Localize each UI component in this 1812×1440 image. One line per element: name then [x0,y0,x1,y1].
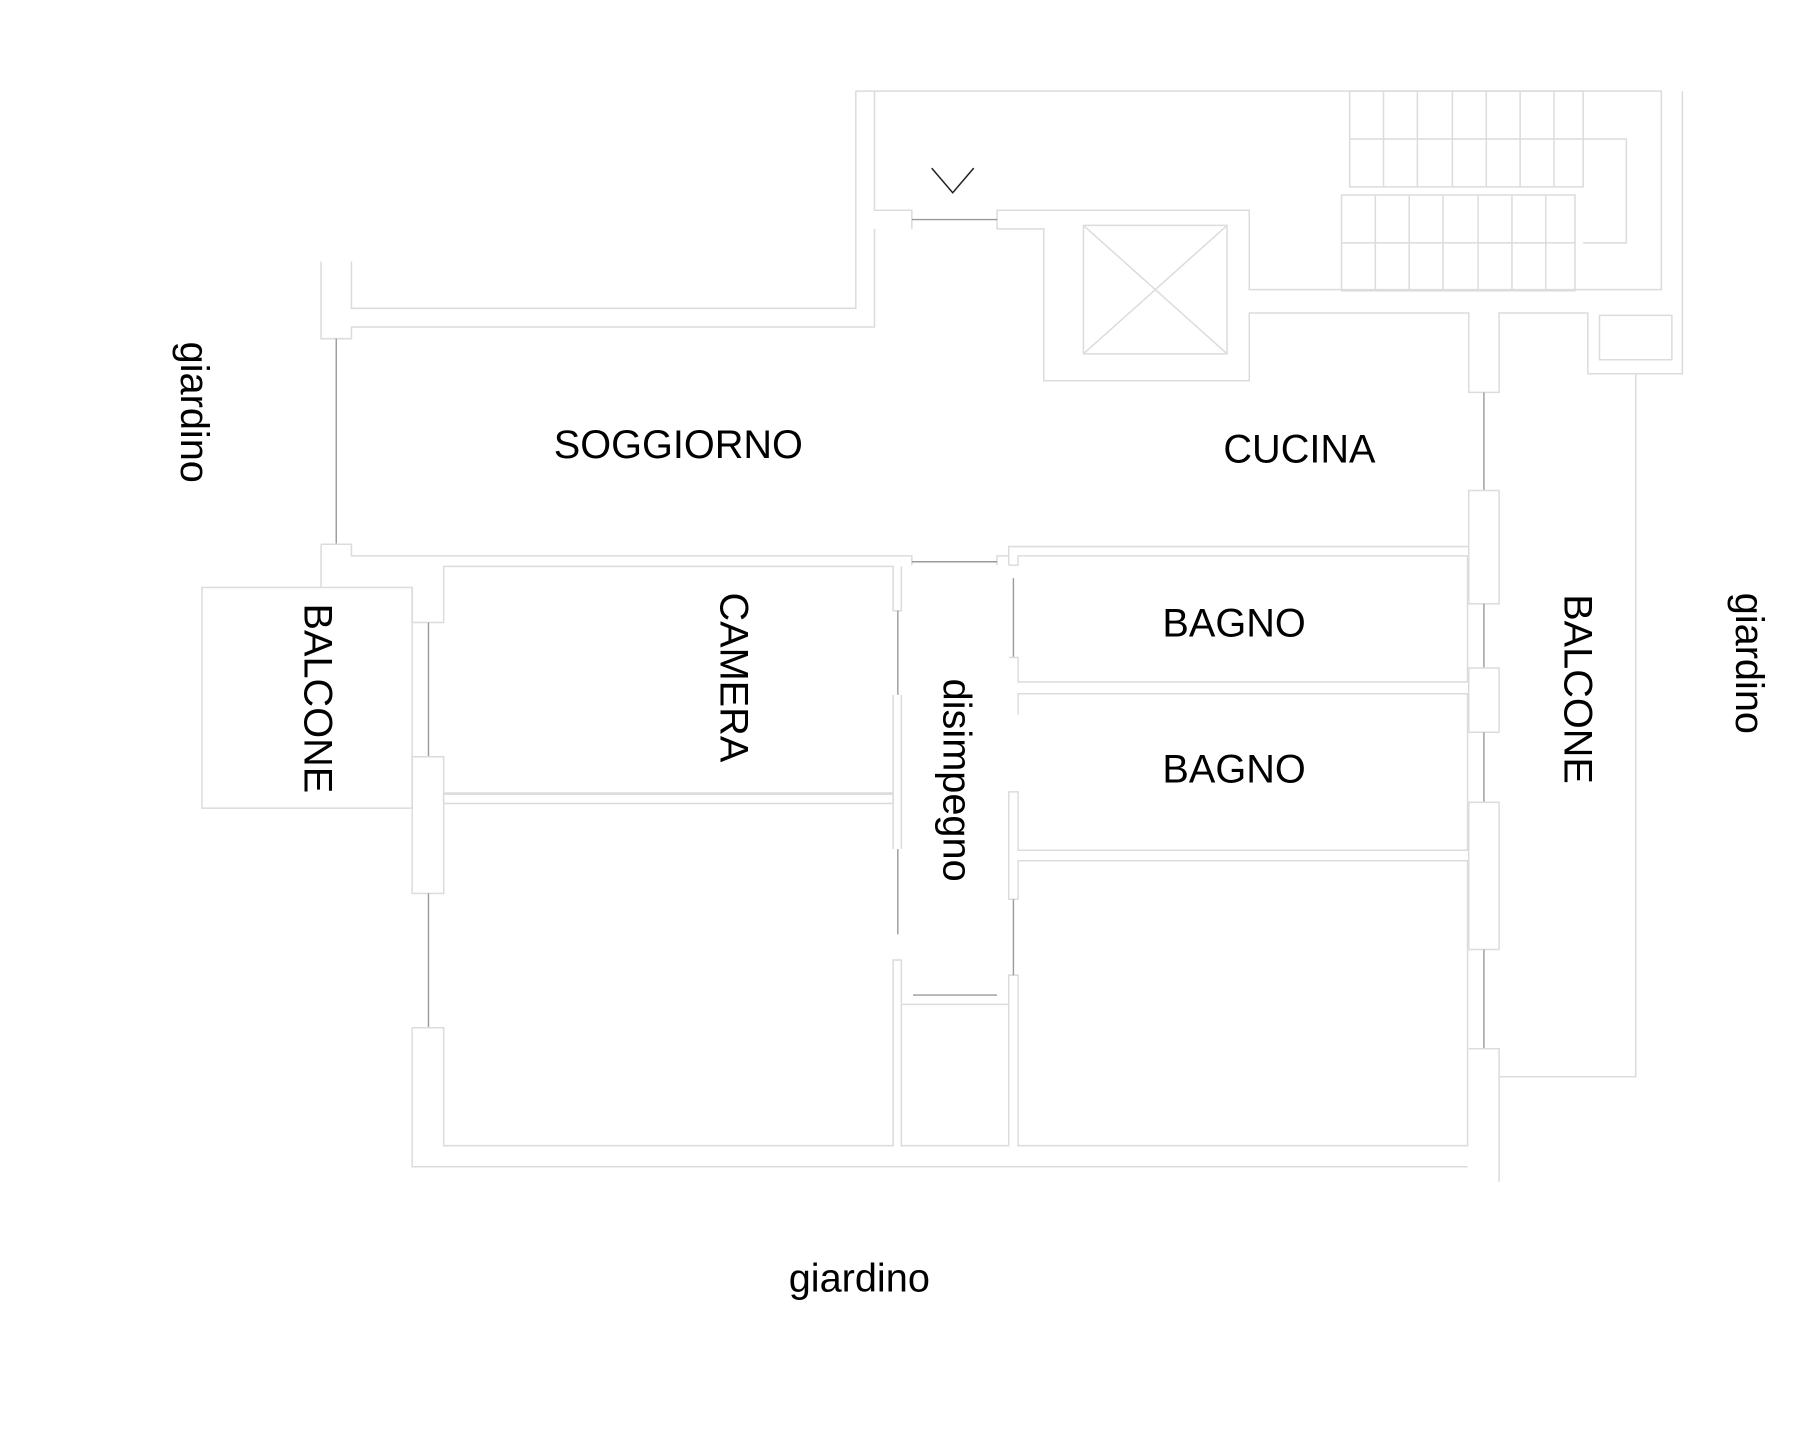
walls [201,90,1684,1182]
label-giardino-right: giardino [1727,593,1771,734]
room-label-cucina: CUCINA [1223,427,1376,471]
room-label-balcone-left: BALCONE [296,604,340,794]
room-label-disimpegno: disimpegno [934,679,978,882]
label-giardino-left: giardino [172,342,216,483]
label-giardino-bottom: giardino [789,1257,930,1301]
stair-steps [1374,91,1555,291]
elevator-shaft [1082,224,1228,355]
room-label-balcone-right: BALCONE [1555,594,1599,784]
room-labels: SOGGIORNO CUCINA BAGNO BAGNO CAMERA disi… [172,342,1771,1301]
entrance-arrow-icon [931,167,975,194]
room-label-soggiorno: SOGGIORNO [554,423,803,467]
room-label-bagno-2: BAGNO [1162,747,1305,791]
room-label-camera: CAMERA [711,592,755,762]
room-label-bagno-1: BAGNO [1162,601,1305,645]
